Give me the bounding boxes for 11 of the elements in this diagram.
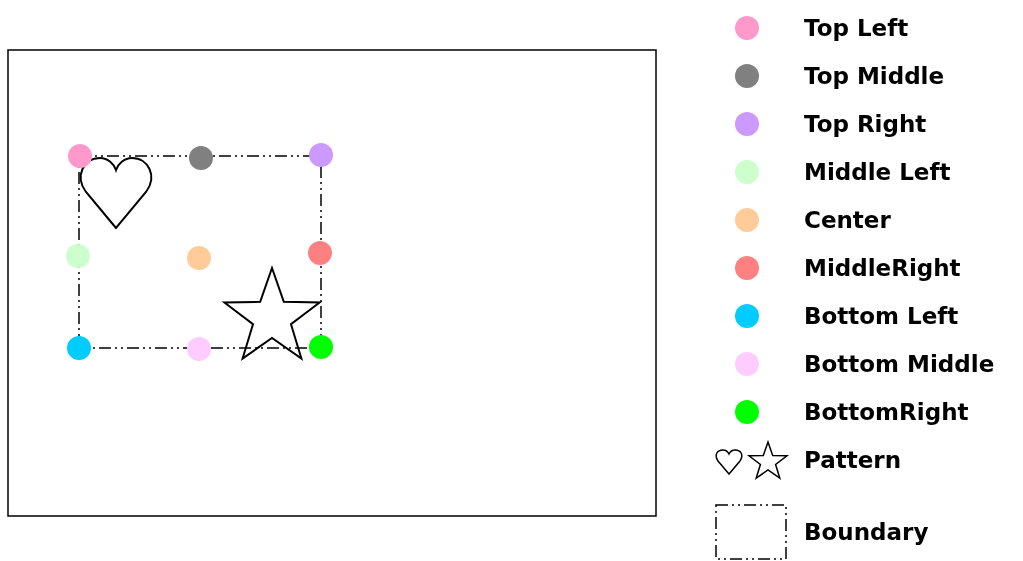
legend-label: Pattern [804, 446, 902, 474]
legend-label: BottomRight [804, 398, 969, 426]
legend-label: Center [804, 206, 891, 234]
legend-label: MiddleRight [804, 254, 961, 282]
legend-label: Boundary [804, 518, 929, 546]
legend-label: Bottom Left [804, 302, 959, 330]
legend-label: Top Left [804, 14, 909, 42]
legend-label: Middle Left [804, 158, 951, 186]
legend-label: Top Right [804, 110, 927, 138]
legend-label: Top Middle [804, 62, 945, 90]
legend-label: Bottom Middle [804, 350, 995, 378]
